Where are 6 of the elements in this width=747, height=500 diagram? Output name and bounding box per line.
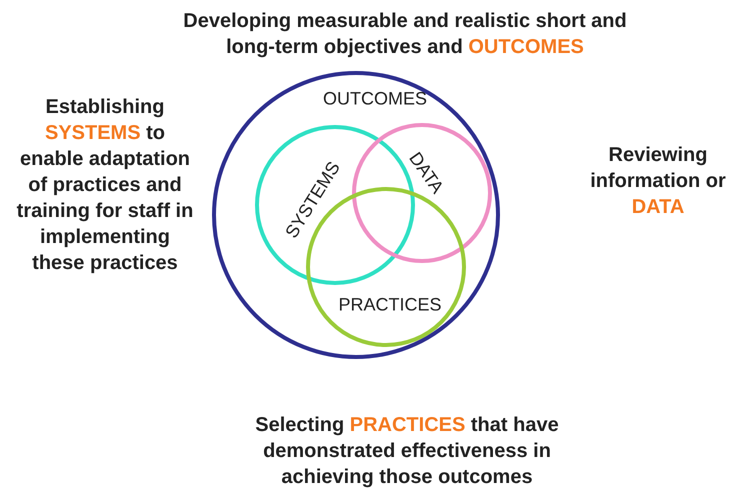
circle-label: OUTCOMES [323, 88, 427, 110]
description-text: Selecting PRACTICES that have demonstrated effectiveness in achieving those outcomes [254, 413, 560, 490]
description-text: Developing measurable and realistic short and long-term objectives and OUTCOMES [182, 9, 628, 60]
description-text: Reviewing information or DATA [589, 143, 727, 220]
circle-label: PRACTICES [338, 294, 442, 316]
description-text: Establishing SYSTEMS to enable adaptation of practices and training for staff in implementing these practices [16, 95, 194, 276]
